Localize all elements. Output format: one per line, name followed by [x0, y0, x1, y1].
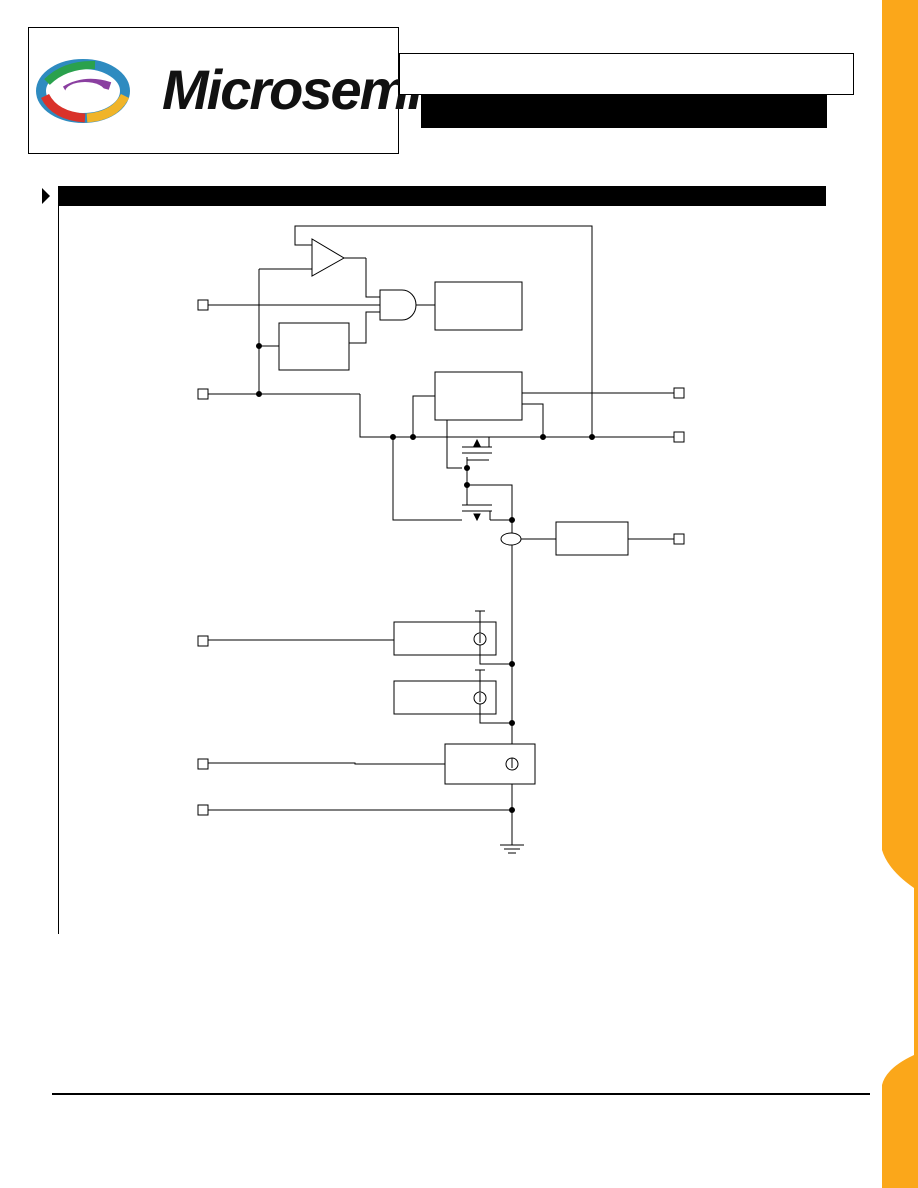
- pin-6: [197, 635, 209, 647]
- pin-8: [197, 804, 209, 816]
- section-heading-bar: [58, 186, 826, 206]
- ground-icon: [500, 844, 524, 854]
- logo-wordmark: Microsemi: [162, 58, 423, 121]
- pin-7: [197, 758, 209, 770]
- feedback-wire: [294, 225, 593, 437]
- current-sense: [500, 532, 522, 546]
- pin-5: [673, 533, 685, 545]
- side-tab: [882, 0, 918, 1188]
- pin-4: [673, 431, 685, 443]
- and-gate: [379, 289, 417, 321]
- driver-block: [434, 371, 523, 421]
- logo-box: Microsemi: [28, 27, 423, 154]
- logic-block: [434, 281, 523, 331]
- pin-3: [673, 387, 685, 399]
- current-source-block-3: [444, 743, 536, 785]
- header-title-box: [399, 53, 854, 95]
- section-arrow-icon: [42, 188, 50, 204]
- pin-2: [197, 388, 209, 400]
- reference-block: [278, 322, 350, 371]
- pin-1: [197, 299, 209, 311]
- sense-block: [555, 521, 629, 556]
- footer-rule: [52, 1093, 870, 1095]
- comparator: [311, 238, 345, 277]
- microsemi-logo-mark: [36, 59, 130, 123]
- content-left-rule: [58, 206, 59, 934]
- header-title-bar: [421, 95, 827, 128]
